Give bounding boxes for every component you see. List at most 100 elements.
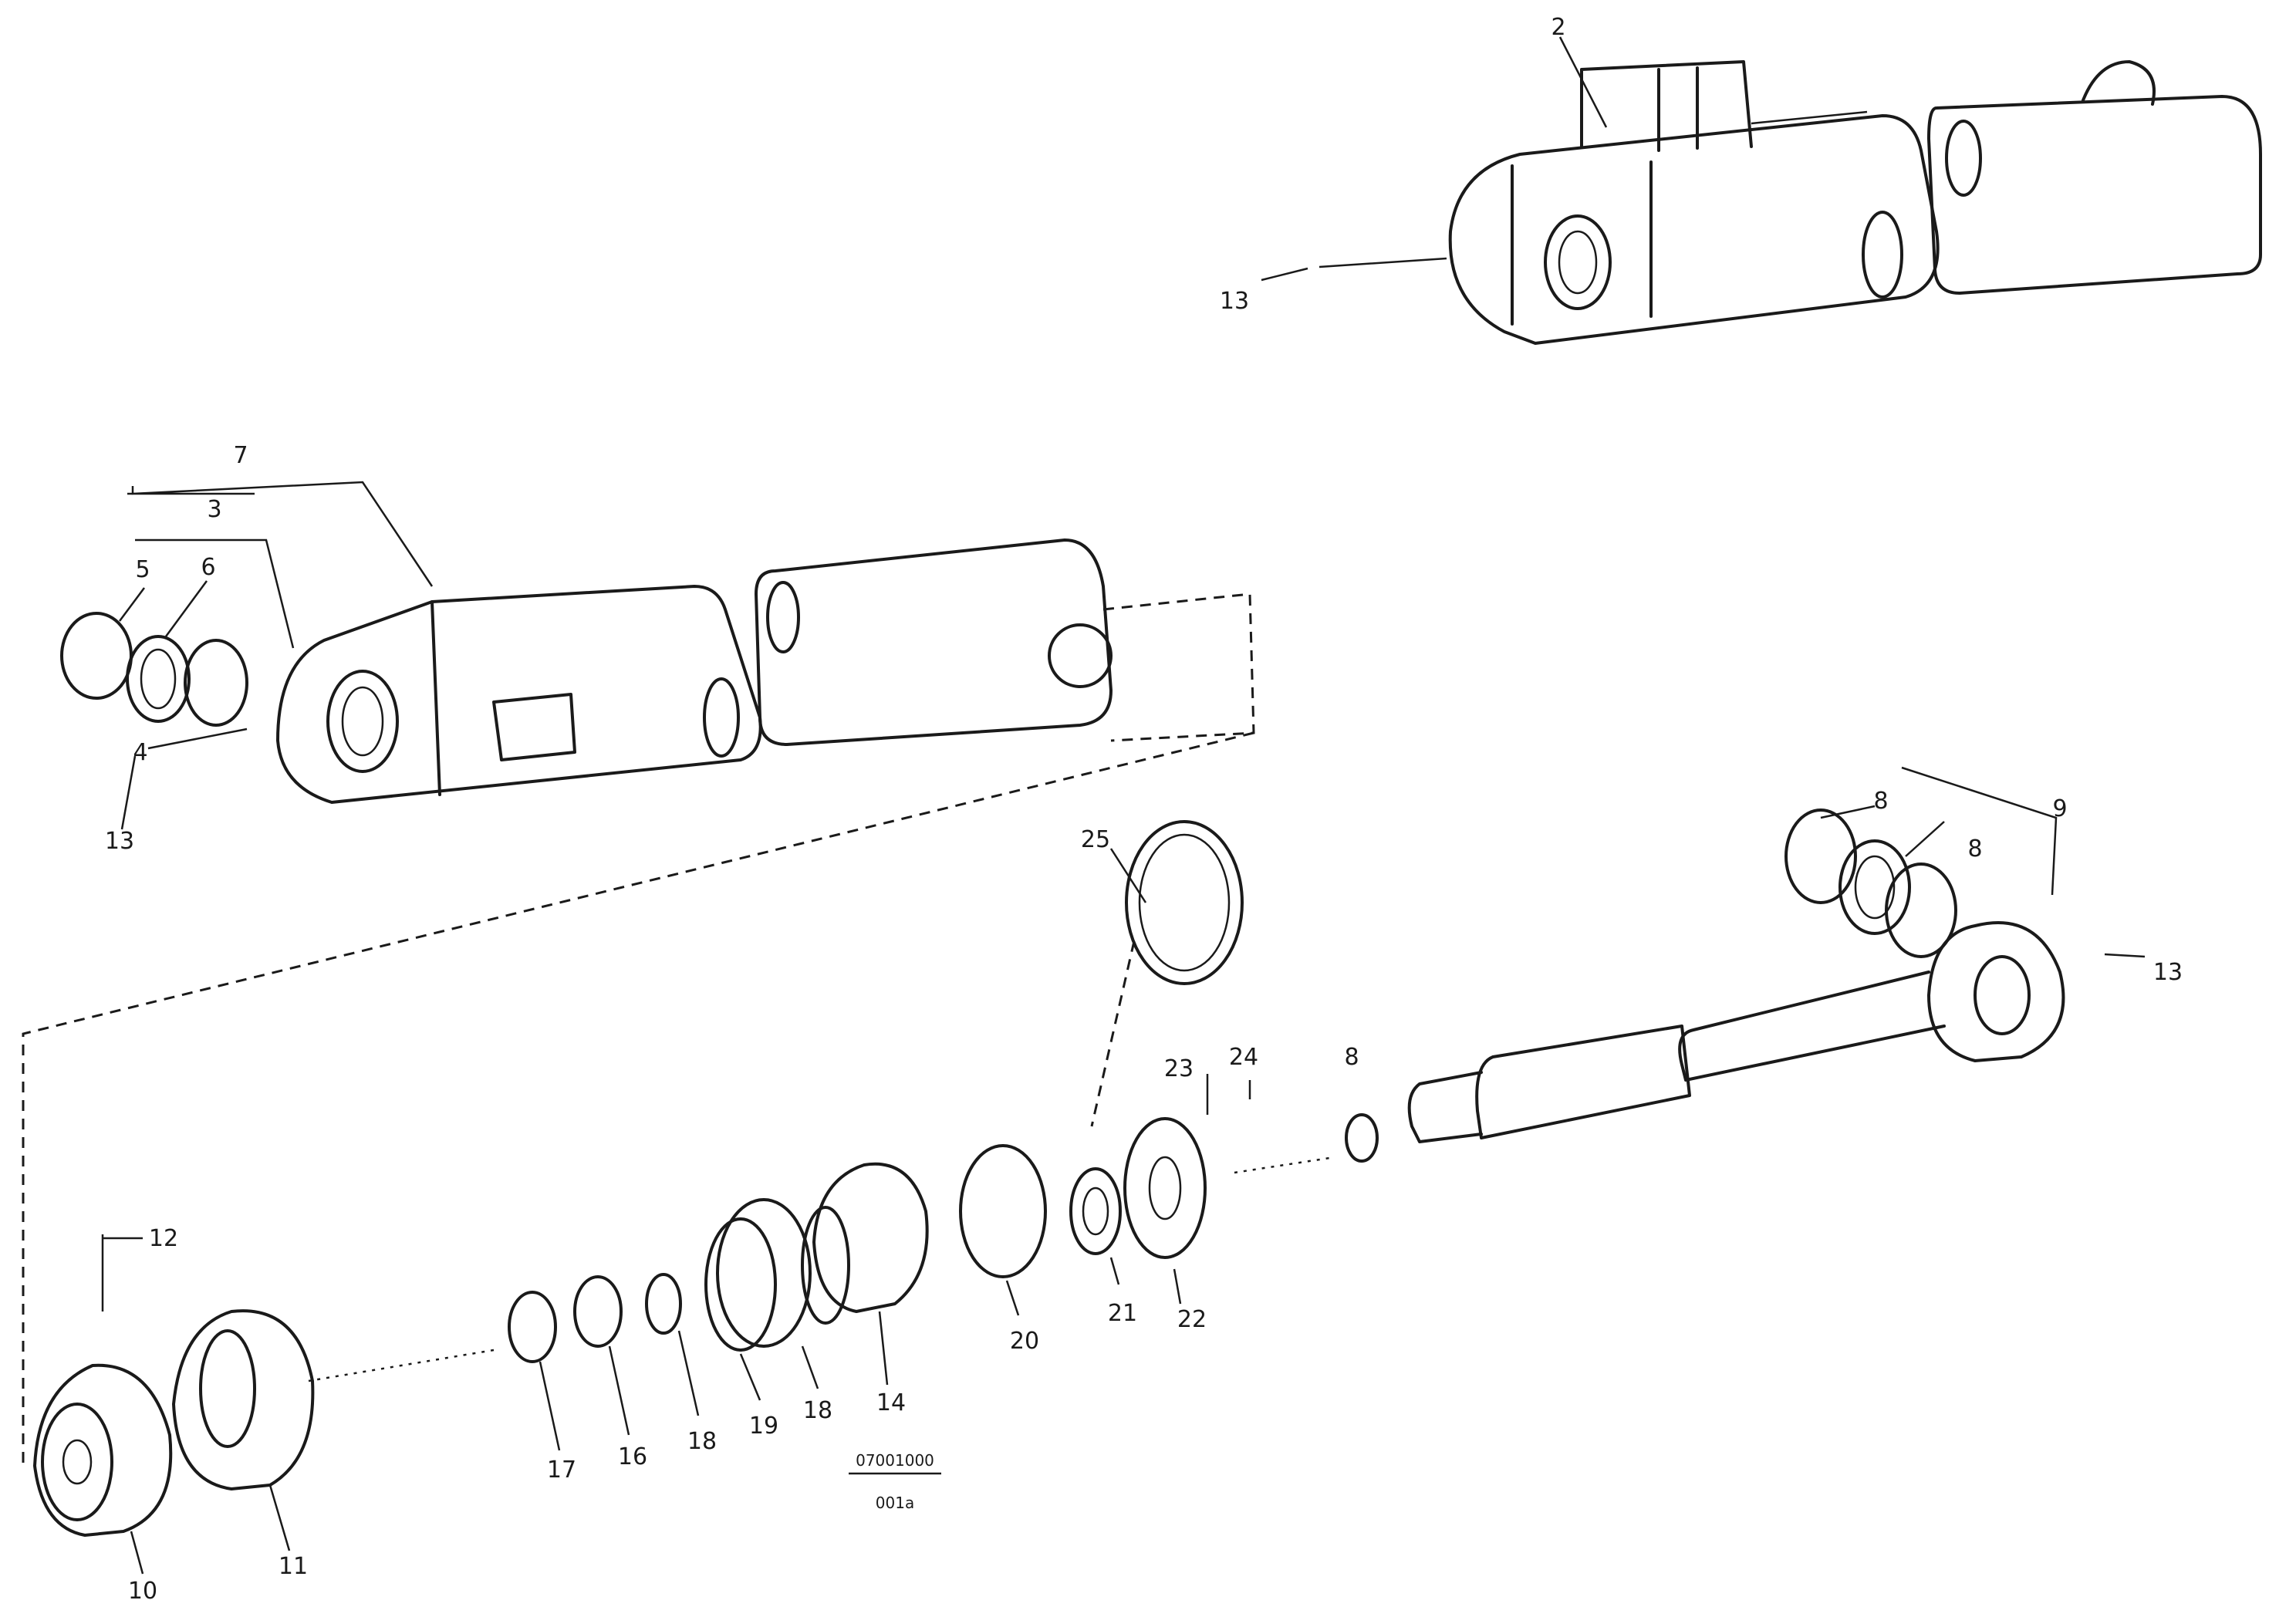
- bushing-6-bore: [140, 648, 177, 710]
- leader-18a: [801, 1345, 819, 1389]
- leader-20: [1005, 1280, 1020, 1316]
- piston-rod-upper: [1678, 971, 1946, 1082]
- callout-8-b: 8: [1967, 836, 1982, 863]
- callout-labels: 2 13 7 3 5 6 4 13 8 9 8 13 25 23 24 8 22…: [105, 14, 2183, 1605]
- rod-bearing-ring-a: [1784, 808, 1857, 904]
- leader-14: [878, 1311, 889, 1386]
- axis-line-a: [1234, 1156, 1335, 1174]
- leader-2: [1558, 36, 1608, 128]
- leader-8a: [1820, 805, 1876, 819]
- middle-cylinder-assembly: [60, 538, 1255, 804]
- callout-13-middle: 13: [105, 828, 134, 855]
- leader-4: [147, 727, 248, 750]
- callout-5: 5: [135, 556, 150, 583]
- top-cylinder-eye-inner: [1558, 230, 1598, 295]
- top-cylinder-body: [1448, 114, 1940, 345]
- callout-2: 2: [1551, 14, 1565, 41]
- leader-13b: [120, 755, 137, 830]
- rod-bearing-ring-b: [1838, 839, 1911, 935]
- bushing-6: [126, 635, 191, 723]
- top-cylinder-eye: [1544, 214, 1612, 310]
- callout-13-top: 13: [1220, 288, 1249, 315]
- backup-ring-leader: [1090, 940, 1136, 1127]
- ring-17: [508, 1291, 557, 1363]
- leader-13a: [1261, 257, 1447, 282]
- cylinder-head-10: [33, 1363, 173, 1537]
- callout-3: 3: [207, 496, 221, 523]
- leader-13c: [2104, 953, 2146, 958]
- nut-21: [1069, 1167, 1122, 1255]
- callout-18-b: 18: [687, 1428, 717, 1455]
- top-cylinder-tube: [1927, 95, 2262, 295]
- seal-ring-4: [184, 639, 248, 727]
- callout-8-a: 8: [1873, 788, 1888, 815]
- seal-kit-14: [812, 1162, 929, 1313]
- wear-ring-18: [716, 1198, 812, 1348]
- cylinder-head-10-face: [41, 1403, 113, 1521]
- middle-cylinder-collar: [430, 600, 441, 796]
- callout-19: 19: [749, 1413, 778, 1440]
- piston-22: [1123, 1117, 1207, 1259]
- leader-16: [608, 1345, 630, 1436]
- top-cylinder-port-edges: [1657, 66, 1699, 152]
- callout-4: 4: [133, 739, 147, 766]
- middle-cylinder-port: [492, 693, 576, 761]
- nut-21-bore: [1082, 1187, 1109, 1236]
- callout-8-c: 8: [1344, 1044, 1359, 1071]
- middle-cylinder-eye: [326, 670, 399, 773]
- drawing-suffix: 001a: [876, 1494, 914, 1512]
- leader-22: [1173, 1268, 1182, 1305]
- piston-head-parts: [33, 820, 1335, 1537]
- callout-11: 11: [279, 1553, 308, 1580]
- callout-6: 6: [201, 554, 215, 581]
- top-cylinder-ridge: [1751, 110, 1868, 125]
- leader-5: [118, 587, 146, 622]
- oring-20: [959, 1144, 1047, 1278]
- top-cylinder-port-block: [1580, 60, 1753, 148]
- callout-7: 7: [233, 442, 248, 469]
- assembly-connector-line: [22, 731, 1254, 1466]
- top-tube-lug: [2082, 60, 2156, 106]
- leader-19: [739, 1353, 761, 1401]
- callout-22: 22: [1177, 1306, 1207, 1333]
- drawing-number: 07001000: [856, 1451, 934, 1470]
- callout-24: 24: [1229, 1044, 1258, 1071]
- piston-22-bore: [1148, 1156, 1182, 1220]
- leader-lines: [101, 36, 2146, 1575]
- leader-25: [1109, 848, 1147, 903]
- middle-cylinder-tube: [755, 538, 1113, 746]
- callout-9: 9: [2052, 795, 2067, 822]
- callout-10: 10: [128, 1578, 157, 1605]
- piston-rod-thread: [1407, 1071, 1483, 1143]
- rod-seal-9: [1345, 1113, 1379, 1163]
- leader-21: [1109, 1257, 1120, 1285]
- guide-ring-11-face: [199, 1329, 256, 1448]
- leader-10: [130, 1531, 144, 1575]
- middle-cylinder-eye-inner: [341, 686, 384, 757]
- seal-18b: [645, 1273, 682, 1335]
- callout-12: 12: [149, 1225, 178, 1252]
- callout-21: 21: [1108, 1300, 1137, 1327]
- guide-ring-11: [172, 1309, 315, 1490]
- leader-11: [268, 1484, 291, 1551]
- middle-tube-rod-bracket: [1102, 592, 1255, 742]
- callout-13-bottom: 13: [2153, 959, 2183, 986]
- leader-6: [164, 580, 208, 637]
- backup-ring-25: [1125, 820, 1244, 985]
- axis-line-b: [308, 1349, 495, 1382]
- guide-16: [573, 1275, 623, 1348]
- rod-eye: [1927, 921, 2065, 1062]
- piston-rod-lower: [1475, 1025, 1691, 1139]
- middle-body-oring: [703, 677, 740, 758]
- callout-14: 14: [876, 1389, 906, 1416]
- middle-tube-end-cap: [1048, 623, 1113, 688]
- callout-25: 25: [1081, 826, 1110, 853]
- wear-ring-19: [704, 1217, 777, 1352]
- leader-12: [101, 1234, 143, 1311]
- top-cylinder-collar: [1511, 160, 1653, 326]
- rod-bearing-ring-b-bore: [1854, 855, 1896, 920]
- leader-18b: [677, 1330, 700, 1416]
- seal-kit-14-face: [801, 1206, 850, 1325]
- leader-17: [539, 1361, 561, 1451]
